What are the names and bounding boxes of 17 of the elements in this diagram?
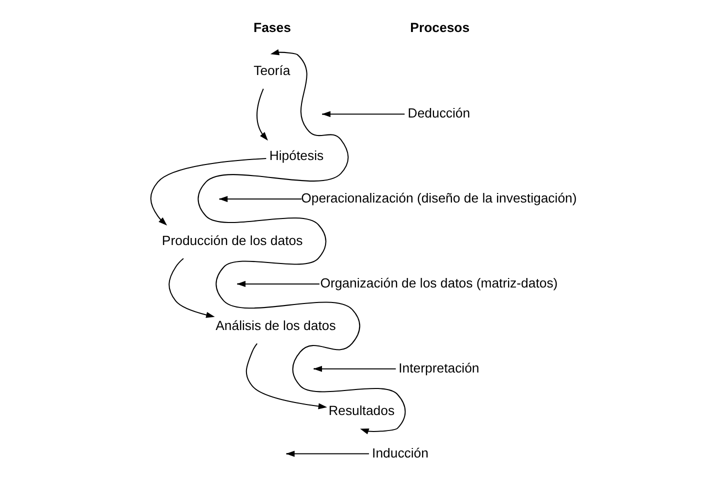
arrow (150, 158, 266, 226)
node-text: Operacionalización (diseño de la investigación) (300, 190, 576, 206)
node-text: Teoría (253, 63, 290, 78)
node-text: Producción de los datos (161, 232, 302, 248)
label: Fases (253, 20, 290, 35)
label: Procesos (410, 20, 470, 35)
node-text: Deducción (407, 106, 470, 121)
node-text: Análisis de los datos (215, 318, 336, 333)
node-text: Resultados (328, 402, 394, 418)
arrow (198, 49, 405, 434)
node-text: Interpretación (398, 360, 479, 376)
node-text: Inducción (372, 445, 428, 460)
arrow (168, 258, 214, 318)
arrow (245, 343, 327, 410)
arrow (256, 88, 268, 141)
node-text: Hipótesis (268, 148, 324, 164)
node-text: Organización de los datos (matriz-datos) (320, 275, 558, 290)
